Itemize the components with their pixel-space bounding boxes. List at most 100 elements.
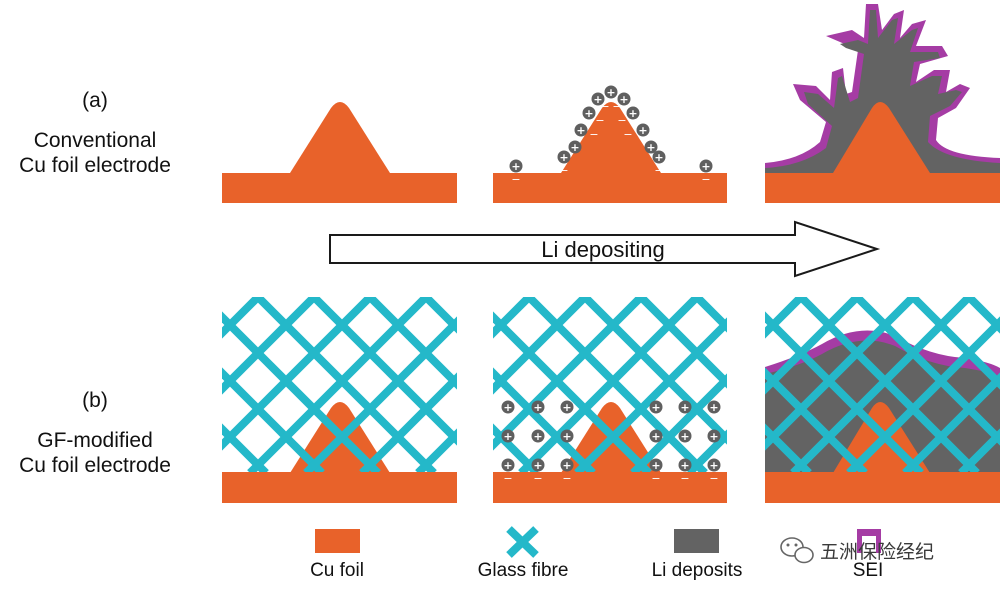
electron-icon: − <box>623 128 632 141</box>
li-ion-icon: +− <box>652 150 666 177</box>
svg-text:+: + <box>606 86 615 99</box>
li-ion-icon: + <box>617 92 631 106</box>
li-ion-icon: + <box>649 400 663 414</box>
glass-fibre-strand <box>765 297 916 451</box>
li-ion-icon: + <box>531 400 545 414</box>
li-ion-grid: +++++++++++++−+−+−+−+−+− <box>501 400 721 485</box>
svg-text:+: + <box>680 459 689 472</box>
panel-b1 <box>0 297 457 503</box>
legend-item-glass-fibre: Glass fibre <box>478 526 568 581</box>
svg-text:+: + <box>680 430 689 443</box>
glass-fibre-strand <box>493 423 540 473</box>
electron-icon: − <box>562 472 571 485</box>
legend-label-sei: SEI <box>853 560 884 581</box>
watermark: 五洲保险经纪 <box>780 537 934 564</box>
svg-text:+: + <box>533 459 542 472</box>
glass-fibre-strand <box>493 297 644 451</box>
glass-fibre-strand <box>765 297 804 339</box>
glass-fibre-strand <box>247 297 429 473</box>
electron-icon: − <box>511 173 520 186</box>
glass-fibre-mesh <box>0 297 457 473</box>
svg-text:+: + <box>562 401 571 414</box>
sei-swatch <box>857 529 881 553</box>
glass-fibre-strand <box>790 297 972 473</box>
electron-icon: − <box>600 100 609 113</box>
svg-text:+: + <box>680 401 689 414</box>
li-ion-icon: + <box>560 400 574 414</box>
li-ion-icon: + <box>636 123 650 137</box>
svg-text:+: + <box>646 141 655 154</box>
glass-fibre-strand <box>574 317 727 473</box>
arrow-label: Li depositing <box>541 237 665 262</box>
glass-fibre-strand <box>765 367 868 473</box>
legend-label-li-deposits: Li deposits <box>652 560 743 581</box>
li-ion-icon: + <box>707 400 721 414</box>
cu-foil-base <box>493 472 727 503</box>
glass-fibre-strand <box>630 373 727 473</box>
watermark-text: 五洲保险经纪 <box>820 541 934 563</box>
cu-foil-base <box>222 472 457 503</box>
glass-fibre-strand <box>765 423 812 473</box>
cu-protrusion <box>290 102 390 173</box>
li-ion-icon: + <box>501 400 515 414</box>
glass-fibre-swatch-icon <box>506 526 539 558</box>
glass-fibre-strand <box>686 429 727 473</box>
glass-fibre-strand <box>222 367 325 473</box>
glass-fibre-strand <box>902 372 1000 473</box>
svg-text:+: + <box>511 160 520 173</box>
electron-icon: − <box>589 128 598 141</box>
glass-fibre-strand <box>493 297 532 339</box>
li-deposits-swatch <box>674 529 719 553</box>
panel-a2: ++++++++++−+−+−+−−−−−−− <box>493 85 727 203</box>
li-ion-icon: + <box>582 106 596 120</box>
svg-text:+: + <box>570 141 579 154</box>
svg-text:+: + <box>709 459 718 472</box>
svg-text:+: + <box>562 430 571 443</box>
panel-b2: +++++++++++++−+−+−+−+−+− <box>493 297 727 503</box>
row-a-label: (a) Conventional Cu foil electrode <box>19 89 171 177</box>
svg-text:+: + <box>651 430 660 443</box>
li-ion-icon: + <box>591 92 605 106</box>
row-b-line2: Cu foil electrode <box>19 454 171 477</box>
svg-text:+: + <box>628 107 637 120</box>
li-ion-icon: + <box>644 140 658 154</box>
li-ion-icon: + <box>501 429 515 443</box>
li-ion-icon: +− <box>557 150 571 177</box>
legend-item-sei: SEI <box>853 529 884 581</box>
li-dendrite <box>765 10 1000 173</box>
glass-fibre-strand <box>222 297 261 339</box>
legend-label-cu-foil: Cu foil <box>310 560 364 581</box>
electron-icon: − <box>651 472 660 485</box>
glass-fibre-strand <box>222 297 373 451</box>
li-depositing-arrow: Li depositing <box>329 220 881 278</box>
li-ion-icon: + <box>678 429 692 443</box>
glass-fibre-strand <box>0 297 34 473</box>
cu-protrusion <box>561 102 661 173</box>
li-ion-icon: + <box>560 429 574 443</box>
cu-protrusion <box>833 102 930 173</box>
svg-text:+: + <box>559 151 568 164</box>
li-ion-icon: +− <box>560 458 574 485</box>
svg-text:+: + <box>651 459 660 472</box>
cu-foil-base <box>493 173 727 203</box>
svg-text:+: + <box>576 124 585 137</box>
li-ion-icon: +− <box>531 458 545 485</box>
electron-icon: − <box>654 164 663 177</box>
glass-fibre-strand <box>303 316 457 473</box>
row-a-tag: (a) <box>82 89 108 112</box>
electron-icon: − <box>701 173 710 186</box>
li-ion-icon: + <box>707 429 721 443</box>
panel-a1 <box>222 102 457 203</box>
li-ion-icon: +− <box>707 458 721 485</box>
svg-text:+: + <box>709 430 718 443</box>
li-ion-icon: +− <box>699 159 713 186</box>
panel-a3 <box>765 4 1000 203</box>
legend-item-cu-foil: Cu foil <box>310 529 364 581</box>
electron-icon: − <box>680 472 689 485</box>
li-ion-icon: + <box>531 429 545 443</box>
svg-text:+: + <box>709 401 718 414</box>
li-ion-icon: +− <box>649 458 663 485</box>
svg-text:+: + <box>533 430 542 443</box>
svg-text:+: + <box>503 430 512 443</box>
